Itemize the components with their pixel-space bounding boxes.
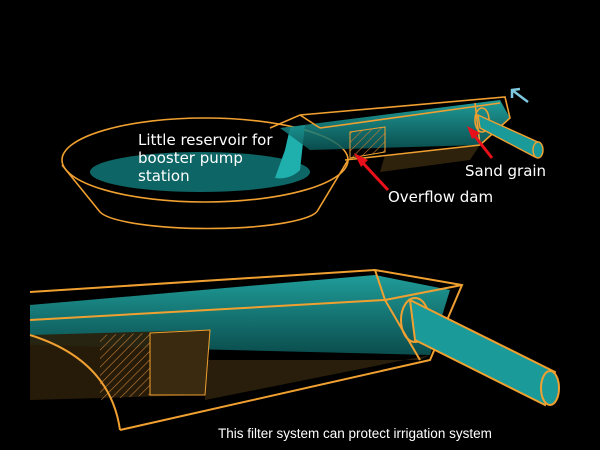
reservoir-label-line: station (138, 167, 190, 185)
reservoir-label-line: Little reservoir for (138, 131, 273, 149)
bottom-outlet-pipe (408, 298, 560, 407)
sand-grain-label: Sand grain (465, 162, 547, 180)
caption: This filter system can protect irrigatio… (218, 426, 492, 441)
reservoir-label-line: booster pump (138, 149, 243, 167)
bottom-channel-closeup (29, 268, 560, 431)
overflow-dam-pointer-arrow (354, 153, 390, 192)
top-channel (269, 96, 544, 172)
reservoir-label: Little reservoir for booster pump statio… (138, 131, 273, 185)
top-outlet-pipe (477, 113, 544, 159)
flow-direction-arrow-icon (510, 87, 529, 103)
overflow-dam-label: Overflow dam (388, 188, 494, 206)
sand-grain-pointer-arrow (467, 126, 494, 159)
reservoir-water (90, 152, 310, 192)
